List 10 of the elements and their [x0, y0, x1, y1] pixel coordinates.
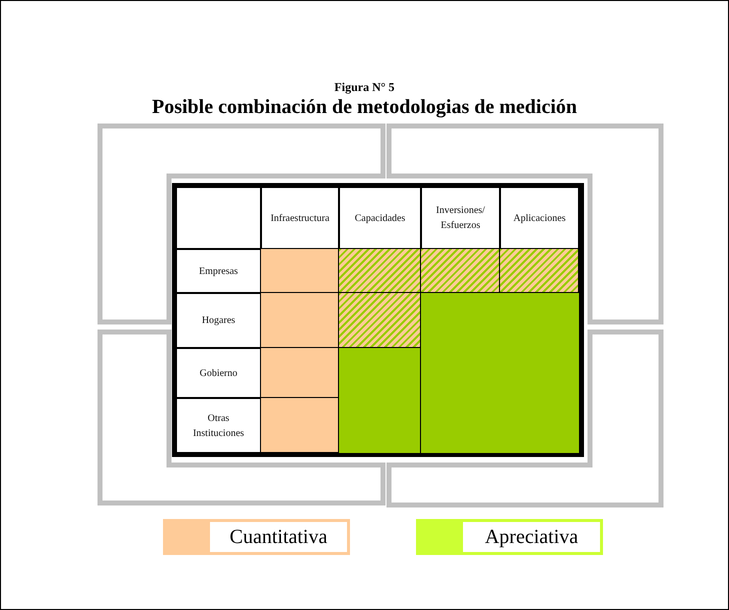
column-header: Capacidades — [339, 187, 421, 249]
figure-number: Figura N° 5 — [333, 80, 396, 95]
diagram-title: Posible combinación de metodologias de medición — [151, 96, 578, 119]
row-header: Empresas — [176, 249, 261, 293]
column-header: Infraestructura — [261, 187, 339, 249]
column-header: Inversiones/ Esfuerzos — [421, 187, 500, 249]
column-header: Aplicaciones — [500, 187, 579, 249]
row-header: Hogares — [176, 293, 261, 348]
row-header: Gobierno — [176, 348, 261, 398]
row-header: Otras Instituciones — [176, 398, 261, 453]
